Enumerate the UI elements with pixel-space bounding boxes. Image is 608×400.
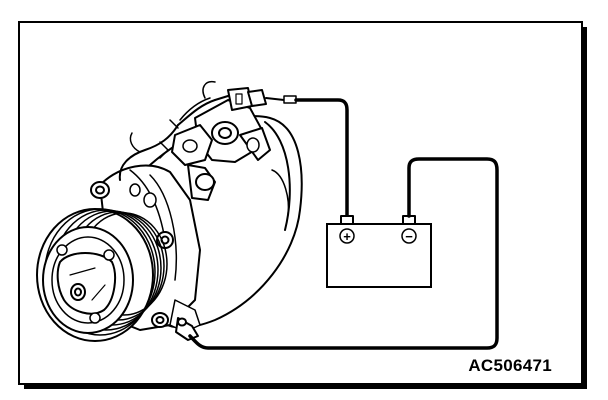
negative-symbol: − bbox=[405, 229, 413, 244]
connector-to-positive-wire bbox=[265, 95, 354, 225]
ac-compressor-icon bbox=[36, 80, 303, 342]
negative-terminal-icon bbox=[401, 228, 417, 244]
figure-code: AC506471 bbox=[464, 356, 556, 376]
positive-symbol: + bbox=[343, 229, 351, 244]
positive-terminal-icon bbox=[339, 228, 355, 244]
battery-icon: + − bbox=[326, 223, 432, 288]
